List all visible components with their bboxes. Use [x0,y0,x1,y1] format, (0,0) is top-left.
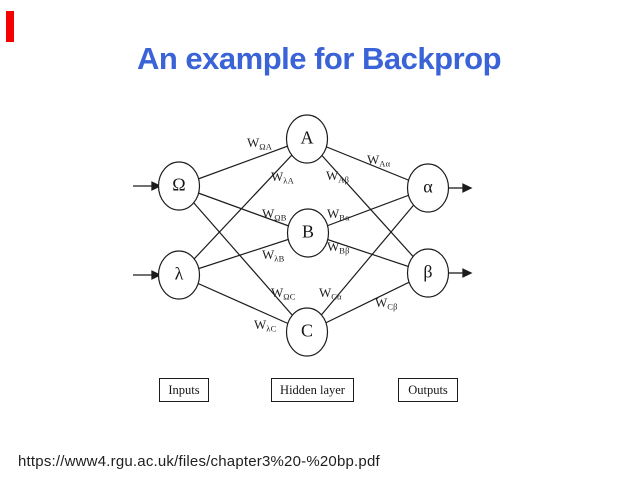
weight-label-lambda-a: WλA [271,169,294,186]
legend-inputs: Inputs [159,378,209,402]
edge [306,138,429,189]
arrowhead-icon [151,270,162,280]
output-arrows [449,183,473,278]
node-a [285,114,329,164]
nodes [157,114,450,357]
edge [306,138,429,274]
weight-label-b-alpha: WBα [327,206,350,223]
legend-hidden-layer: Hidden layer [271,378,354,402]
node-omega [157,161,201,211]
node-lambda [157,250,201,300]
weight-label-lambda-c: WλC [254,317,277,334]
weight-label-a-beta: WAβ [326,168,350,185]
arrowhead-icon [462,268,473,278]
node-beta [406,248,450,298]
arrowhead-icon [151,181,162,191]
weight-label-b-beta: WBβ [327,239,350,256]
node-alpha [406,163,450,213]
weight-label-omega-b: WΩB [262,206,287,223]
edge [178,274,308,333]
edge [306,187,429,333]
arrowhead-icon [462,183,473,193]
edge [178,138,308,276]
edge [178,138,308,187]
weight-label-c-beta: WCβ [375,295,398,312]
edge [178,232,309,276]
weight-label-lambda-b: WλB [262,247,285,264]
legend-outputs: Outputs [398,378,458,402]
weight-label-a-alpha: WAα [367,152,391,169]
node-b [286,208,330,258]
weight-label-c-alpha: WCα [319,285,342,302]
edge [178,185,308,333]
source-url: https://www4.rgu.ac.uk/files/chapter3%20… [18,453,380,470]
edge [178,185,309,234]
weight-label-omega-c: WΩC [271,285,296,302]
node-c [285,307,329,357]
page-title: An example for Backprop [136,41,502,76]
edge [306,272,429,333]
weight-label-omega-a: WΩA [247,135,273,152]
input-arrows [133,181,162,280]
red-accent-bar [6,11,14,42]
